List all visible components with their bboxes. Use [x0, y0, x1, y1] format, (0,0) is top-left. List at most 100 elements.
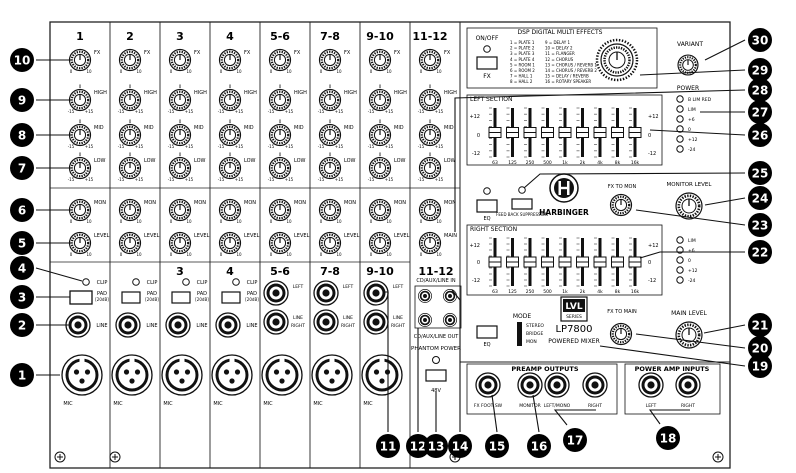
ch2-line-jack[interactable] — [115, 312, 141, 338]
ch4-line-jack[interactable] — [215, 312, 241, 338]
ch2-mid-knob[interactable] — [118, 123, 142, 147]
monitor-level-knob[interactable] — [674, 191, 704, 221]
ch6-level-knob[interactable] — [318, 231, 342, 255]
ch6-xlr-input[interactable] — [311, 354, 353, 396]
cd-in-jack-right[interactable] — [443, 289, 457, 303]
ch3-mid-knob[interactable] — [168, 123, 192, 147]
fx-foot-switch-jack[interactable] — [475, 372, 501, 398]
ch5-mid-knob[interactable] — [268, 123, 292, 147]
ch6-fx-knob[interactable] — [318, 48, 342, 72]
ch8-low-knob[interactable] — [418, 156, 442, 180]
ch1-clip-label: CLIP — [97, 280, 108, 286]
ch6-high-knob[interactable] — [318, 88, 342, 112]
ch5-fx-knob[interactable] — [268, 48, 292, 72]
ch2-pad-label: PAD — [147, 291, 157, 297]
ch2-pad-button[interactable] — [121, 291, 141, 304]
ch1-low-knob[interactable] — [68, 156, 92, 180]
monitor-out-jack[interactable] — [517, 372, 543, 398]
mode-switch[interactable] — [517, 322, 522, 346]
ch7-mon-knob[interactable] — [368, 198, 392, 222]
ch4-xlr-input[interactable] — [211, 354, 253, 396]
ch8-fx-knob[interactable] — [418, 48, 442, 72]
ch4-pad-button[interactable] — [221, 291, 241, 304]
ch7-left-jack[interactable] — [363, 280, 389, 306]
ch2-xlr-input[interactable] — [111, 354, 153, 396]
ch7-level-knob[interactable] — [368, 231, 392, 255]
ch1-level-knob[interactable] — [68, 231, 92, 255]
ch7-high-knob[interactable] — [368, 88, 392, 112]
cd-out-jack-left[interactable] — [418, 313, 432, 327]
ch1-mon-knob[interactable] — [68, 198, 92, 222]
ch5-right-jack[interactable] — [263, 309, 289, 335]
ch3-fx-knob[interactable] — [168, 48, 192, 72]
ch3-mon-knob[interactable] — [168, 198, 192, 222]
fx-to-mon-knob[interactable] — [609, 193, 633, 217]
right-eq-faders[interactable] — [488, 237, 642, 287]
power-amp-left-jack[interactable] — [638, 372, 664, 398]
right-out-jack[interactable] — [582, 372, 608, 398]
ch1-mid-knob[interactable] — [68, 123, 92, 147]
right-out-label: RIGHT — [588, 403, 602, 409]
callout-1-number: 1 — [18, 369, 26, 383]
ch6-low-knob[interactable] — [318, 156, 342, 180]
ch1-xlr-input[interactable] — [61, 354, 103, 396]
ch1-high-knob[interactable] — [68, 88, 92, 112]
ch4-mid-knob[interactable] — [218, 123, 242, 147]
ch5-xlr-input[interactable] — [261, 354, 303, 396]
right-eq-button[interactable] — [476, 325, 498, 339]
dsp-selector-knob[interactable] — [595, 38, 639, 82]
left-mono-out-jack[interactable] — [544, 372, 570, 398]
left-eq-button[interactable] — [476, 199, 498, 213]
ch7-low-knob[interactable] — [368, 156, 392, 180]
ch7-right-jack[interactable] — [363, 309, 389, 335]
ch2-mon-knob[interactable] — [118, 198, 142, 222]
fx-to-main-knob[interactable] — [609, 322, 633, 346]
ch6-mid-knob[interactable] — [318, 123, 342, 147]
ch3-line-jack[interactable] — [165, 312, 191, 338]
ch6-mon-knob[interactable] — [318, 198, 342, 222]
power-amp-right-jack[interactable] — [675, 372, 701, 398]
ch3-level-knob[interactable] — [168, 231, 192, 255]
main-level-knob[interactable] — [674, 320, 704, 350]
scale-low: 0 — [70, 69, 73, 74]
ch8-mid-knob[interactable] — [418, 123, 442, 147]
left-eq-faders[interactable] — [488, 107, 642, 158]
phantom-power-switch[interactable] — [425, 369, 447, 382]
ch7-fx-knob[interactable] — [368, 48, 392, 72]
ch4-high-knob[interactable] — [218, 88, 242, 112]
ch8-level-knob[interactable] — [418, 231, 442, 255]
ch5-left-jack[interactable] — [263, 280, 289, 306]
ch5-level-knob[interactable] — [268, 231, 292, 255]
ch1-fx-knob[interactable] — [68, 48, 92, 72]
dsp-fx-button[interactable] — [476, 56, 498, 70]
ch1-pad-button[interactable] — [69, 290, 93, 305]
ch7-xlr-input[interactable] — [361, 354, 403, 396]
ch2-level-knob[interactable] — [118, 231, 142, 255]
ch5-high-knob[interactable] — [268, 88, 292, 112]
ch7-mid-knob[interactable] — [368, 123, 392, 147]
ch4-low-knob[interactable] — [218, 156, 242, 180]
ch8-mon-knob[interactable] — [418, 198, 442, 222]
ch3-xlr-input[interactable] — [161, 354, 203, 396]
ch6-left-jack[interactable] — [313, 280, 339, 306]
ch3-high-knob[interactable] — [168, 88, 192, 112]
cd-out-jack-right[interactable] — [443, 313, 457, 327]
ch4-line-label: LINE — [246, 323, 257, 329]
callout-25 — [748, 161, 772, 185]
ch2-low-knob[interactable] — [118, 156, 142, 180]
ch6-right-jack[interactable] — [313, 309, 339, 335]
ch4-level-knob[interactable] — [218, 231, 242, 255]
ch8-high-knob[interactable] — [418, 88, 442, 112]
ch4-mon-knob[interactable] — [218, 198, 242, 222]
cd-in-jack-left[interactable] — [418, 289, 432, 303]
ch5-low-knob[interactable] — [268, 156, 292, 180]
ch5-mon-knob[interactable] — [268, 198, 292, 222]
ch4-fx-knob[interactable] — [218, 48, 242, 72]
ch3-pad-button[interactable] — [171, 291, 191, 304]
ch2-high-knob[interactable] — [118, 88, 142, 112]
ch3-low-knob[interactable] — [168, 156, 192, 180]
feedback-suppression-button[interactable] — [511, 198, 533, 210]
power-led-label: -24 — [688, 147, 695, 153]
ch2-fx-knob[interactable] — [118, 48, 142, 72]
